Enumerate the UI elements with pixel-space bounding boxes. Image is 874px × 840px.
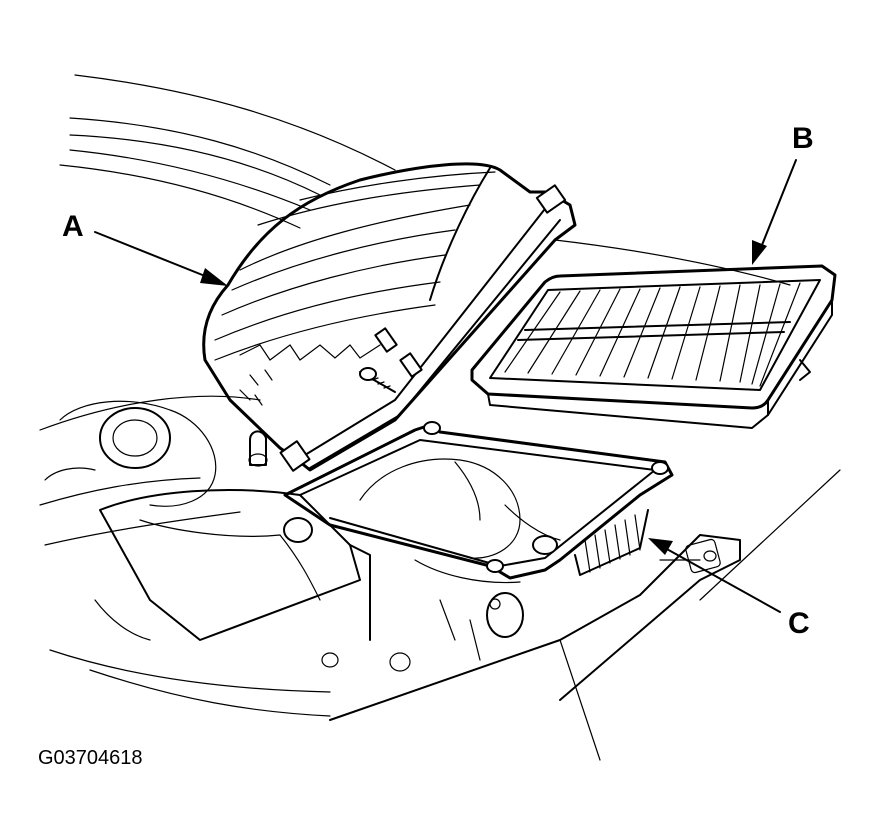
air-cleaner-cover xyxy=(202,162,577,472)
air-filter-element xyxy=(470,264,837,429)
engine-components xyxy=(44,400,524,672)
figure-id: G03704618 xyxy=(38,747,143,769)
air-cleaner-housing-lower xyxy=(283,421,674,580)
callout-c-leader xyxy=(648,538,781,613)
callout-label-a: A xyxy=(62,210,84,243)
callout-a-leader xyxy=(94,231,228,286)
callout-label-b: B xyxy=(792,122,814,155)
callout-label-c: C xyxy=(788,607,810,640)
engine-bay-background-lines xyxy=(39,74,841,761)
callout-b-leader xyxy=(752,159,797,265)
